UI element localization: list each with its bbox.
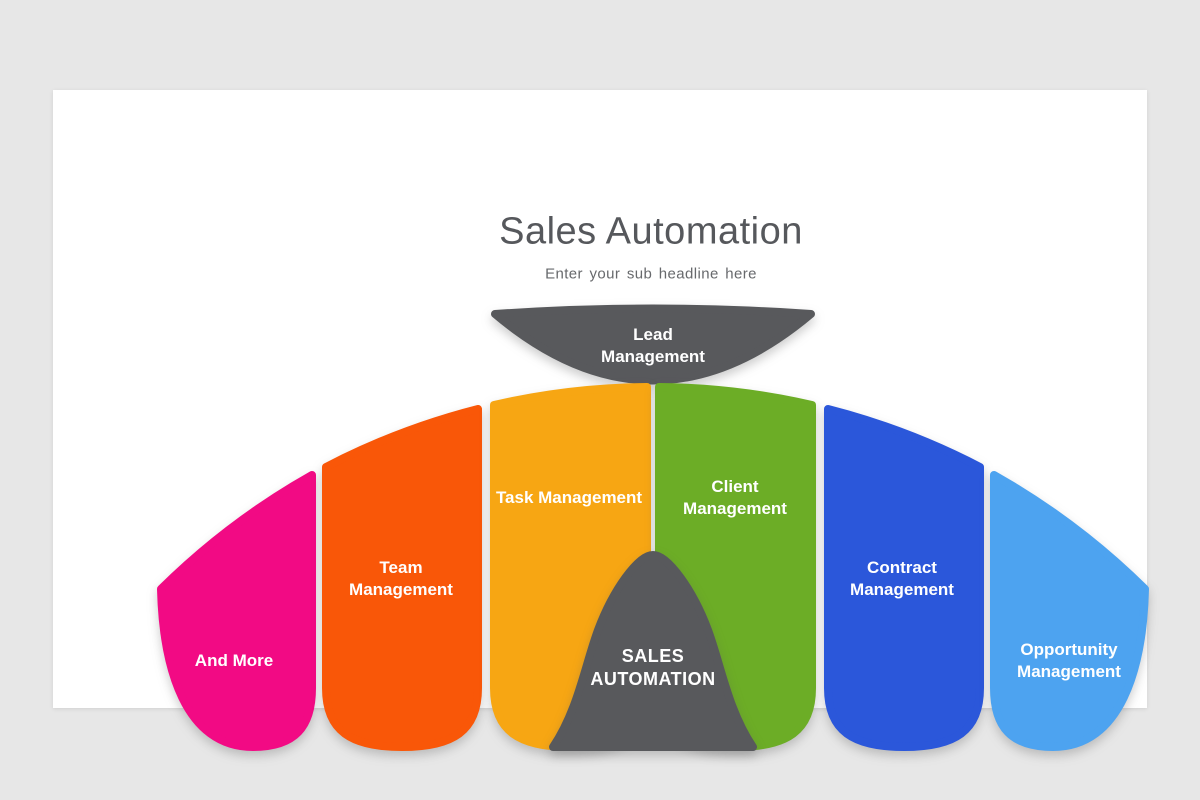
segment-team-management-shape [322,405,482,751]
slide-subtitle: Enter your sub headline here [545,265,757,283]
sales-automation-diagram [157,304,1149,751]
sales-automation-dome [549,551,757,751]
lead-management-label: Lead Management [601,325,705,366]
contract-management-label: Contract Management [850,558,954,599]
slide-title: Sales Automation [499,210,803,253]
segment-contract-management-shape [824,405,984,751]
team-management-label: Team Management [349,558,453,599]
slide-card: Sales Automation Enter your sub headline… [53,90,1149,751]
and-more-label: And More [194,651,274,670]
client-management-label: Client Management [683,477,787,518]
segment-opportunity-management-shape [990,471,1149,751]
segment-and-more-shape [157,471,316,751]
lead-management-crescent [491,304,815,385]
task-management-label: Task Management [495,488,643,507]
sales-automation-label: SALES AUTOMATION [590,646,716,689]
opportunity-management-label: Opportunity Management [1017,640,1121,681]
